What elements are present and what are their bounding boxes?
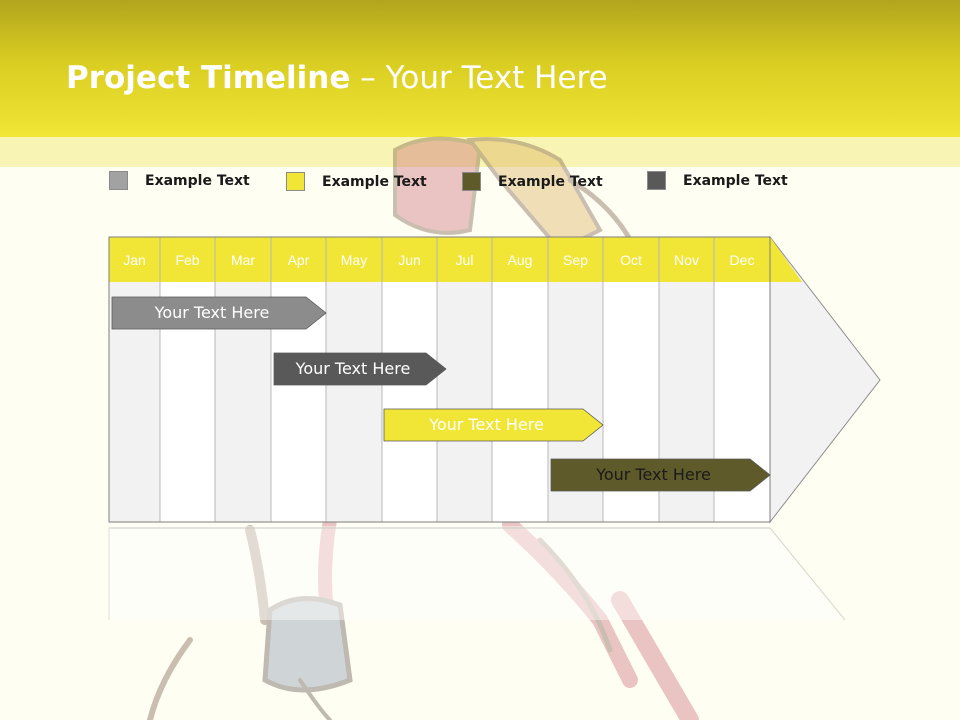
task-bar-3 bbox=[383, 408, 604, 442]
background-sketch-figure bbox=[147, 136, 699, 720]
month-label-aug: Aug bbox=[507, 252, 533, 268]
month-header-cell bbox=[492, 237, 548, 282]
legend-swatch bbox=[286, 172, 305, 191]
month-header-cell bbox=[659, 237, 714, 282]
legend-swatch bbox=[109, 171, 128, 190]
month-label-dec: Dec bbox=[729, 252, 755, 268]
timeline-frame bbox=[108, 236, 771, 523]
month-label-nov: Nov bbox=[674, 252, 699, 268]
legend-label: Example Text bbox=[145, 173, 250, 189]
month-column bbox=[437, 282, 492, 522]
legend-label: Example Text bbox=[683, 173, 788, 189]
task-bar-label-2: Your Text Here bbox=[295, 359, 411, 378]
header-band bbox=[0, 0, 960, 137]
month-label-apr: Apr bbox=[287, 252, 310, 268]
month-label-sep: Sep bbox=[563, 252, 588, 268]
month-header-cell bbox=[326, 237, 382, 282]
title-rest: – Your Text Here bbox=[350, 60, 608, 96]
month-header-cell bbox=[714, 237, 770, 282]
month-header-cell bbox=[271, 237, 326, 282]
month-column bbox=[492, 282, 548, 522]
task-bar-label-3: Your Text Here bbox=[429, 415, 544, 434]
month-label-oct: Oct bbox=[620, 252, 642, 268]
month-header-cell bbox=[548, 237, 603, 282]
month-column bbox=[382, 282, 437, 522]
task-bar-label-4: Your Text Here bbox=[596, 465, 711, 484]
month-header-cell bbox=[160, 237, 215, 282]
month-label-mar: Mar bbox=[230, 252, 256, 268]
legend-swatch bbox=[462, 172, 481, 191]
title-bold: Project Timeline bbox=[66, 60, 351, 96]
task-bar-4 bbox=[550, 458, 771, 492]
timeline-arrow-head-band bbox=[770, 237, 802, 282]
month-header-cell bbox=[109, 237, 160, 282]
month-label-jan: Jan bbox=[123, 252, 146, 268]
month-header-cell bbox=[215, 237, 271, 282]
task-bar-label-1: Your Text Here bbox=[154, 303, 270, 322]
month-column bbox=[326, 282, 382, 522]
month-label-may: May bbox=[340, 252, 368, 268]
reflection-edge bbox=[769, 527, 846, 621]
month-label-feb: Feb bbox=[175, 252, 200, 268]
header-sub-band bbox=[0, 137, 960, 167]
legend-label: Example Text bbox=[498, 174, 603, 190]
timeline-reflection bbox=[109, 526, 845, 620]
task-bar-1 bbox=[111, 296, 327, 330]
month-header-cell bbox=[437, 237, 492, 282]
slide-title: Project Timeline – Your Text Here bbox=[66, 60, 608, 96]
month-header-cell bbox=[603, 237, 659, 282]
legend-swatch bbox=[647, 171, 666, 190]
month-label-jul: Jul bbox=[455, 252, 474, 268]
legend-label: Example Text bbox=[322, 174, 427, 190]
month-header-cell bbox=[382, 237, 437, 282]
task-bar-2 bbox=[273, 352, 447, 386]
month-label-jun: Jun bbox=[398, 252, 421, 268]
